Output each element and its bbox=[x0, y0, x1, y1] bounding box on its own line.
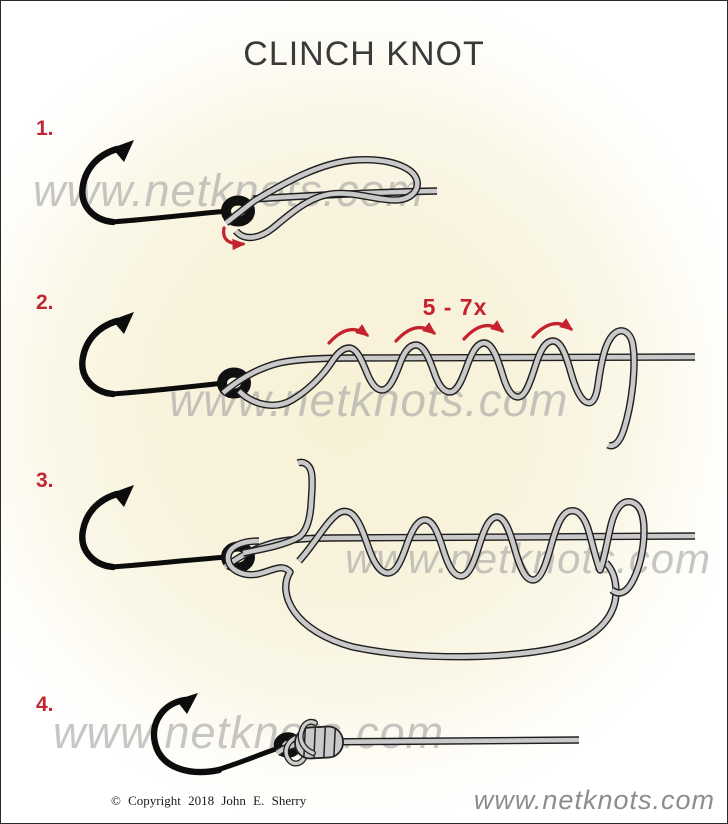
step-3-number: 3. bbox=[36, 469, 54, 492]
step-4-illustration bbox=[150, 693, 579, 776]
fish-hook-1 bbox=[79, 140, 255, 227]
page-title: CLINCH KNOT bbox=[243, 35, 485, 73]
wrap-direction-arrow bbox=[222, 226, 246, 251]
turn-count-annotation: 5 - 7x bbox=[422, 294, 488, 320]
hook-eye-2 bbox=[217, 367, 251, 399]
hook-point-1 bbox=[112, 140, 134, 162]
step-2-number: 2. bbox=[36, 291, 54, 314]
copyright-notice: © Copyright 2018 John E. Sherry bbox=[111, 793, 307, 808]
step-1-number: 1. bbox=[36, 117, 54, 140]
watermark-step-4: www.netknots.com bbox=[53, 707, 445, 758]
hook-eye-1 bbox=[221, 195, 255, 227]
twist-arrows bbox=[327, 318, 574, 345]
step-1-illustration bbox=[79, 140, 437, 251]
fishing-line-3 bbox=[225, 462, 695, 656]
fishing-line-2 bbox=[223, 331, 695, 446]
step-2-illustration bbox=[79, 312, 695, 446]
website-url: www.netknots.com bbox=[473, 785, 715, 815]
fish-hook-2 bbox=[79, 312, 251, 399]
hook-point-3 bbox=[112, 485, 134, 507]
step-3-illustration bbox=[79, 462, 695, 656]
fishing-line-1 bbox=[226, 160, 437, 238]
hook-point-2 bbox=[112, 312, 134, 334]
step-4-number: 4. bbox=[36, 693, 54, 716]
hook-point-4 bbox=[176, 693, 198, 714]
fish-hook-4 bbox=[150, 693, 303, 776]
